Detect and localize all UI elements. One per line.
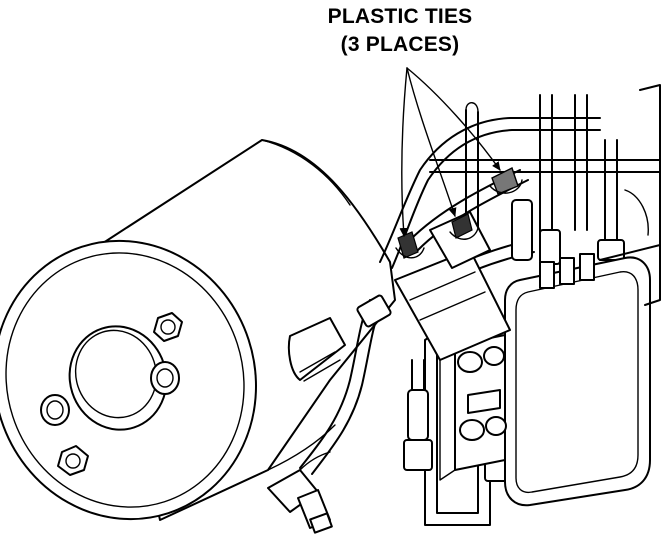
tank-bolt-top	[153, 312, 183, 342]
plastic-tie-2	[449, 213, 479, 240]
valve-block	[439, 334, 507, 481]
motor-body	[394, 211, 511, 361]
callout-subtitle: (3 PLACES)	[340, 33, 460, 56]
tank-bolt-right	[150, 361, 180, 395]
plastic-tie-1	[395, 231, 425, 259]
callout-arrows	[399, 67, 501, 237]
tank-bolt-bottom	[57, 445, 89, 476]
drain-fitting	[267, 451, 333, 534]
mounting-bracket	[287, 317, 346, 382]
tank-cylinder	[0, 139, 396, 521]
callout-label: PLASTIC TIES (3 PLACES)	[300, 3, 500, 59]
tank-bolt-left	[40, 394, 70, 426]
edge-components	[599, 84, 661, 306]
plastic-tie-3	[489, 167, 523, 195]
control-module	[504, 253, 651, 507]
callout-title: PLASTIC TIES	[327, 5, 473, 28]
